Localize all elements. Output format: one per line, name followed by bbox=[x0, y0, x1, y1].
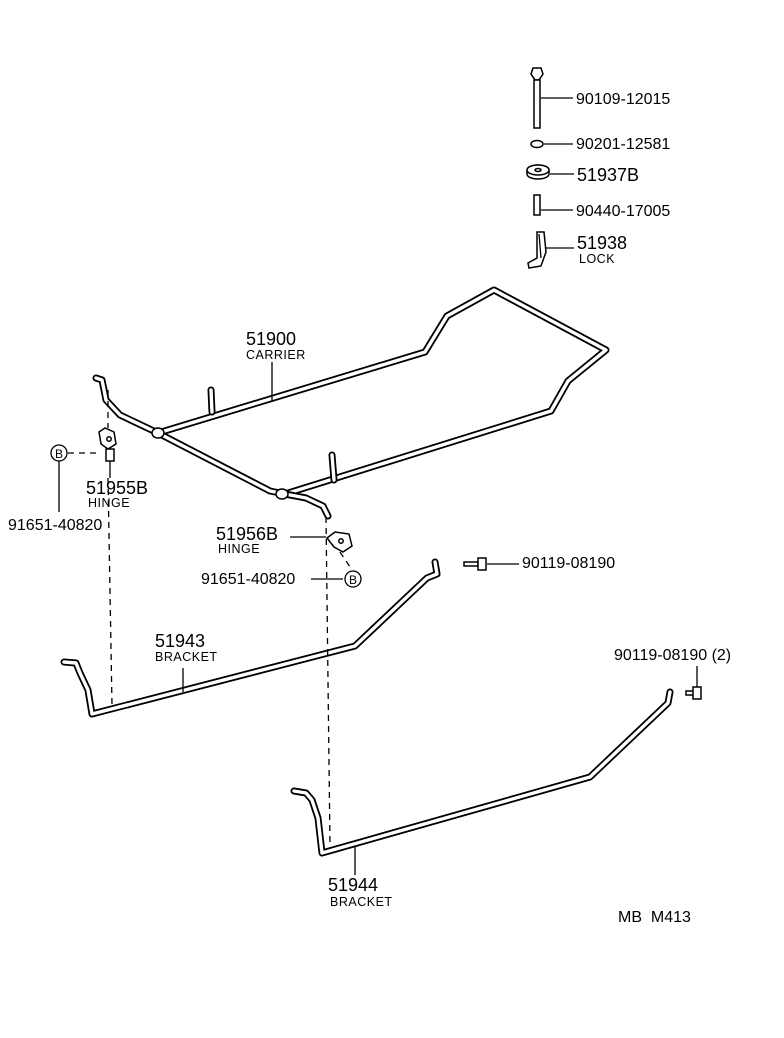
bracket-rear bbox=[290, 688, 674, 857]
part-number-hinge-left: 51955B bbox=[86, 478, 148, 498]
lock-icon bbox=[527, 231, 547, 269]
hinge-right-icon bbox=[325, 531, 353, 553]
ref-letter-left: B bbox=[55, 447, 63, 461]
carrier-frame bbox=[92, 286, 610, 520]
part-number-cushion: 51937B bbox=[577, 165, 639, 185]
part-number-carrier: 51900 bbox=[246, 329, 296, 349]
part-number-lock: 51938 bbox=[577, 233, 627, 253]
part-number-bracket-front: 51943 bbox=[155, 631, 205, 651]
ref-letter-right: B bbox=[349, 573, 357, 587]
diagram-code: MB M413 bbox=[618, 909, 691, 926]
ref-circle-right bbox=[344, 570, 362, 588]
washer-icon bbox=[530, 139, 544, 149]
part-number-washer: 90201-12581 bbox=[576, 136, 670, 153]
part-number-bracket-rear: 51944 bbox=[328, 875, 378, 895]
bracket-front bbox=[60, 558, 441, 718]
part-number-bolt-left: 91651-40820 bbox=[8, 517, 102, 534]
bolt-right-pair-icon bbox=[685, 686, 702, 700]
part-name-carrier: CARRIER bbox=[246, 348, 306, 362]
bolt-mid-icon bbox=[463, 557, 487, 571]
bolt-top-icon bbox=[530, 67, 544, 129]
part-name-bracket-front: BRACKET bbox=[155, 650, 218, 664]
part-number-bolt-top: 90109-12015 bbox=[576, 91, 670, 108]
part-number-collar: 90440-17005 bbox=[576, 203, 670, 220]
part-name-hinge-right: HINGE bbox=[218, 542, 260, 556]
part-name-bracket-rear: BRACKET bbox=[330, 895, 393, 909]
part-number-hinge-right: 51956B bbox=[216, 524, 278, 544]
hinge-left-icon bbox=[98, 427, 117, 462]
part-number-bolt-right-pair: 90119-08190 (2) bbox=[614, 647, 731, 664]
part-number-bolt-mid: 90119-08190 bbox=[522, 555, 615, 572]
part-name-lock: LOCK bbox=[579, 252, 615, 266]
cushion-icon bbox=[526, 164, 550, 180]
collar-icon bbox=[533, 194, 541, 216]
part-number-bolt-right: 91651-40820 bbox=[201, 571, 295, 588]
